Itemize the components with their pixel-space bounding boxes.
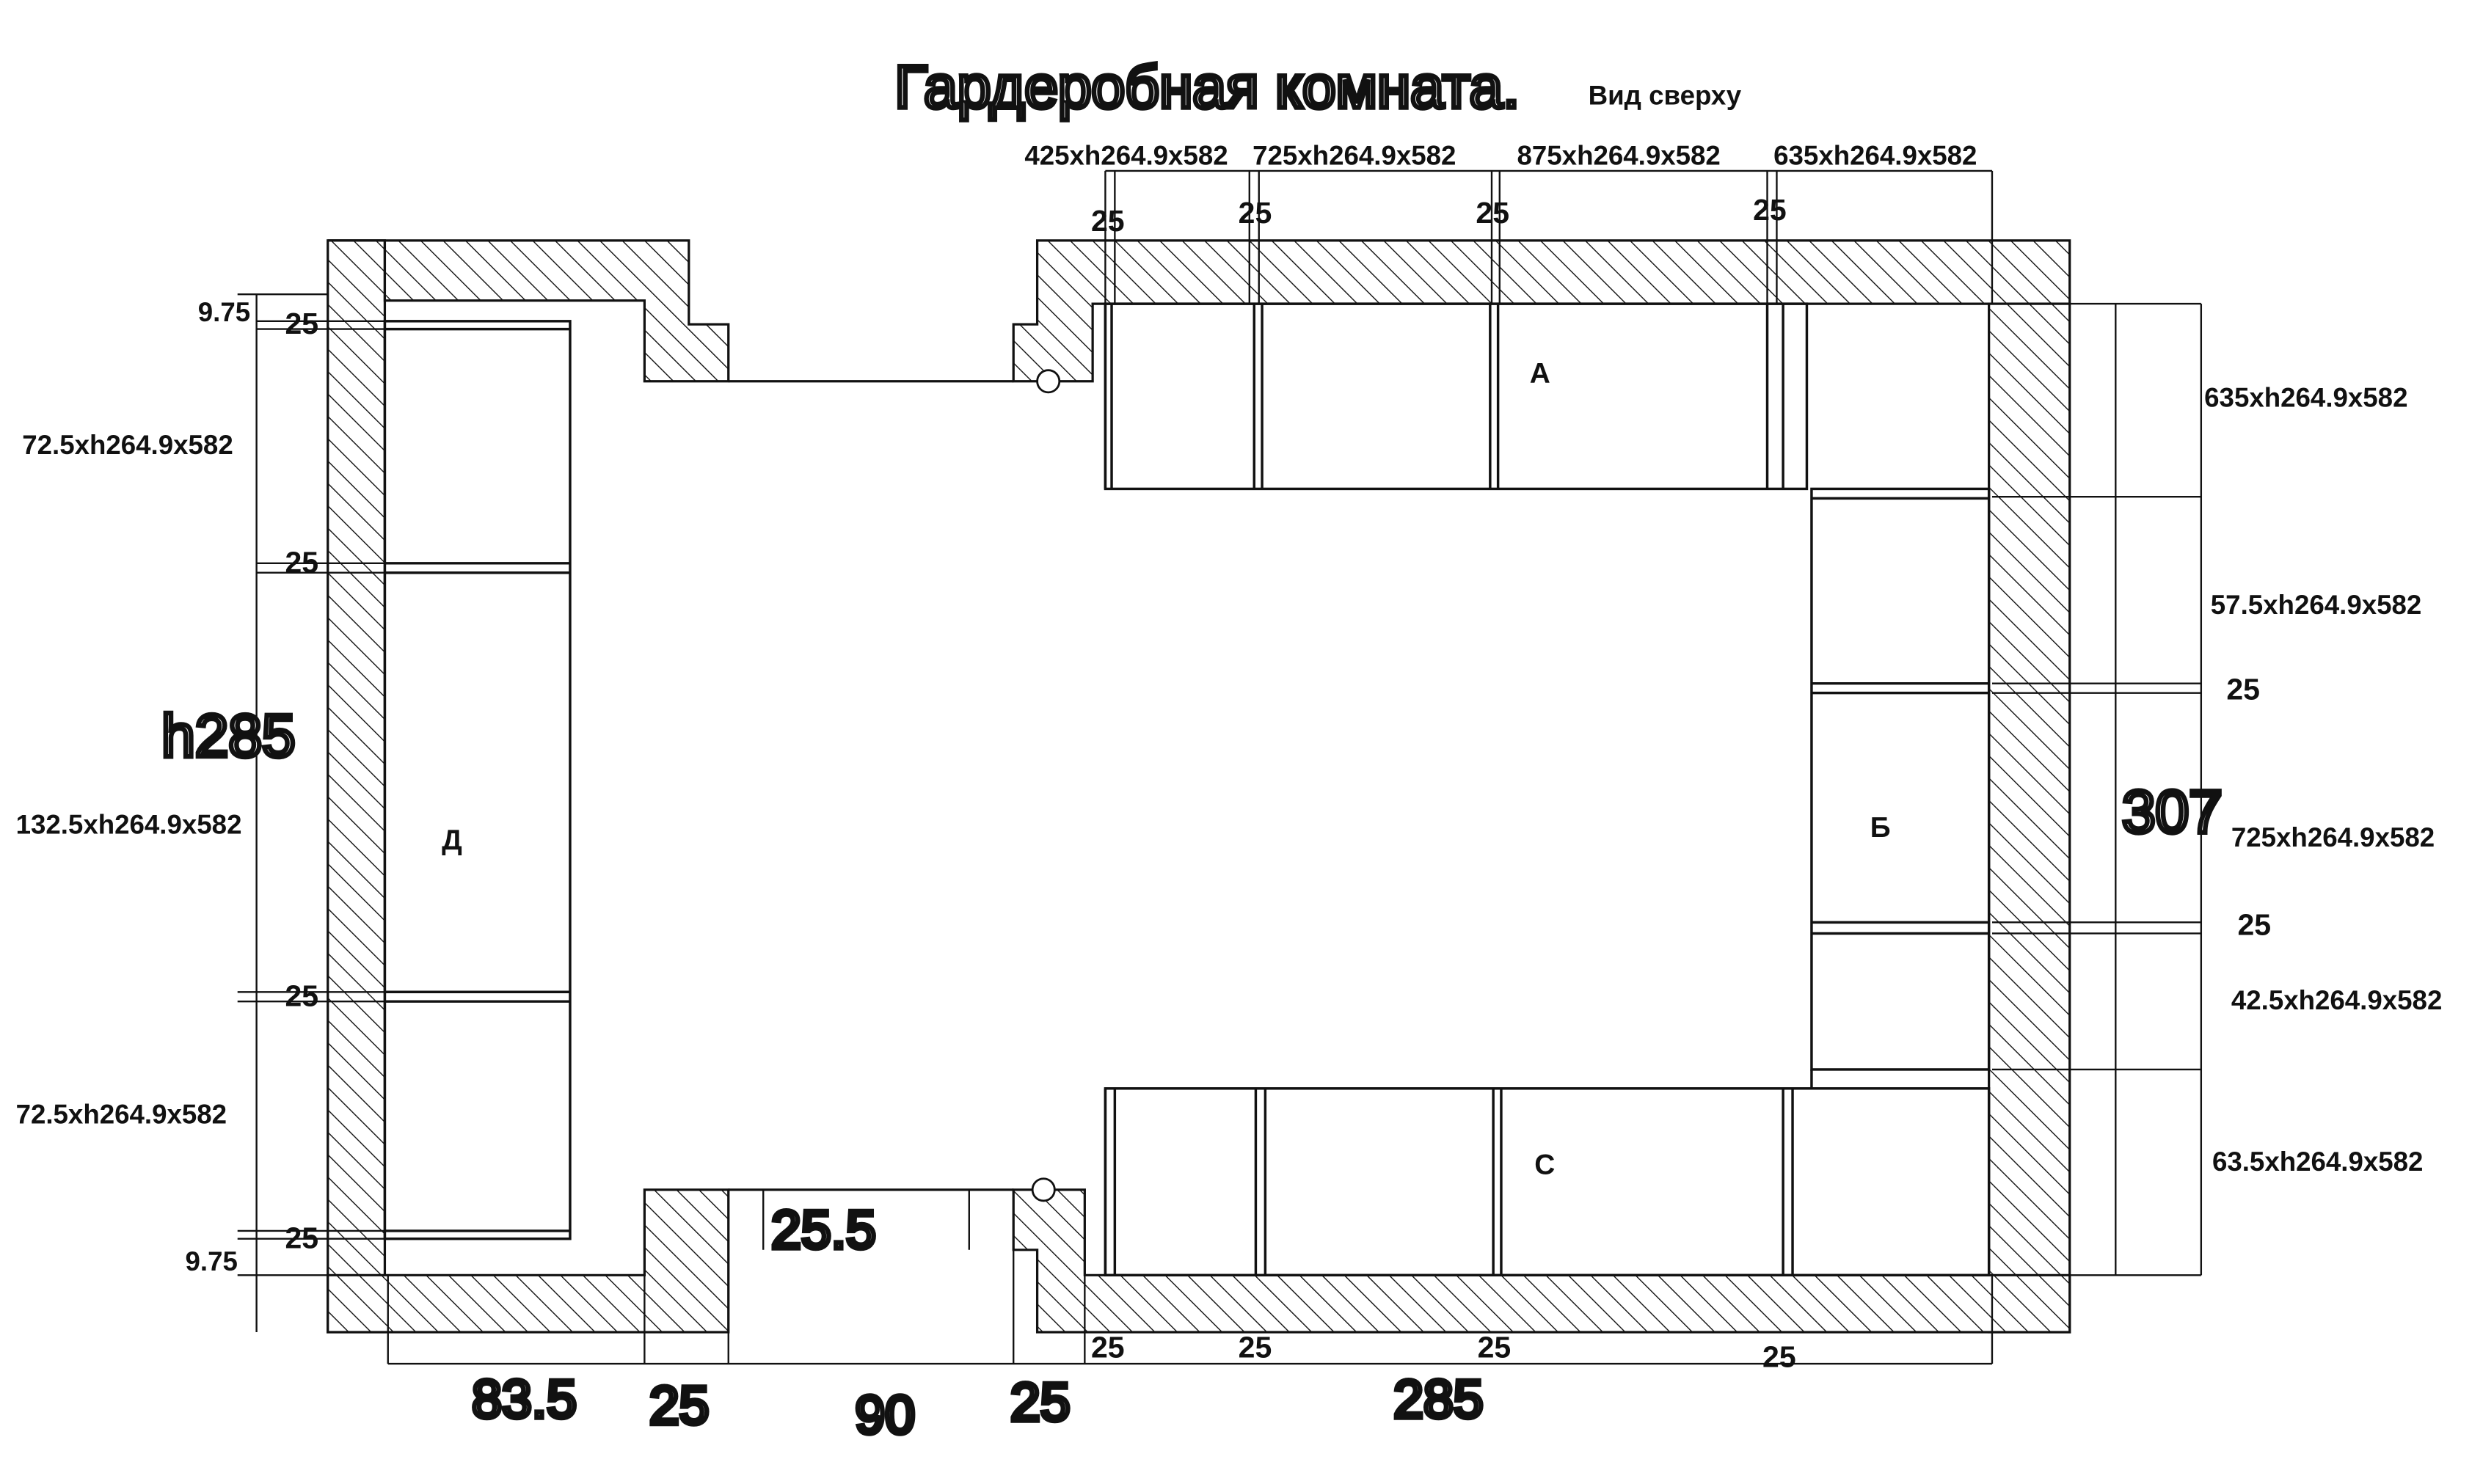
bottom-gap-label: 25: [1762, 1339, 1796, 1373]
cabinet-block-a: [1104, 302, 1809, 491]
bottom-dim-label: 285: [1393, 1369, 1483, 1429]
right-module-label: 57.5xh264.9x582: [2211, 590, 2422, 620]
cabinet-block-b: [1810, 487, 1991, 1071]
top-module-label: 725xh264.9x582: [1253, 140, 1456, 170]
top-gap-label: 25: [1091, 204, 1125, 238]
left-offset-label: 9.75: [186, 1246, 238, 1276]
zone-label-d: Д: [442, 825, 462, 856]
right-wall: [1988, 302, 2071, 1334]
top-gap-label: 25: [1753, 193, 1787, 227]
left-gap-label: 25: [285, 546, 318, 580]
cabinet-block-c: [1104, 1087, 1991, 1277]
labels: Гардеробная комната. Вид сверху А Б С Д …: [16, 51, 2443, 1447]
height-label: h285: [161, 703, 295, 770]
top-left-wall: [327, 239, 730, 383]
right-gap-label: 25: [2237, 908, 2271, 942]
left-module-label: 132.5xh264.9x582: [16, 810, 242, 840]
right-module-label: 635xh264.9x582: [2204, 382, 2407, 412]
top-gap-label: 25: [1239, 196, 1272, 230]
left-module-label: 72.5xh264.9x582: [22, 430, 233, 460]
left-module-label: 72.5xh264.9x582: [16, 1099, 227, 1129]
right-module-label: 42.5xh264.9x582: [2231, 985, 2443, 1015]
top-right-wall: [1012, 239, 2071, 383]
top-module-label: 425xh264.9x582: [1024, 140, 1228, 170]
top-module-label: 635xh264.9x582: [1773, 140, 1977, 170]
right-gap-label: 25: [2226, 672, 2260, 706]
bottom-gap-label: 25: [1091, 1330, 1125, 1364]
left-wall: [327, 239, 387, 1334]
right-total-label: 307: [2122, 778, 2223, 845]
bottom-dim-label: 25: [1010, 1372, 1071, 1433]
door-pivot-top: [1036, 369, 1061, 394]
cabinets: [383, 302, 1991, 1277]
bottom-right-wall: [1012, 1188, 2071, 1334]
page-subtitle: Вид сверху: [1589, 80, 1742, 110]
right-module-label: 63.5xh264.9x582: [2212, 1147, 2424, 1177]
page-title: Гардеробная комната.: [894, 54, 1520, 121]
bottom-dim-label: 25: [649, 1375, 710, 1436]
left-gap-label: 25: [285, 1221, 318, 1255]
cabinet-block-d: [383, 320, 572, 1240]
top-gap-label: 25: [1476, 196, 1509, 230]
right-module-label: 725xh264.9x582: [2231, 822, 2435, 852]
top-module-label: 875xh264.9x582: [1517, 140, 1721, 170]
zone-label-a: А: [1530, 358, 1550, 390]
left-gap-label: 25: [285, 979, 318, 1013]
zone-label-b: Б: [1870, 812, 1891, 844]
bottom-dim-label: 83.5: [472, 1369, 577, 1429]
walls: [327, 239, 2071, 1334]
left-gap-label: 25: [285, 307, 318, 340]
door-pivot-bottom: [1031, 1177, 1056, 1202]
left-offset-label: 9.75: [198, 297, 250, 327]
zone-label-c: С: [1534, 1149, 1555, 1180]
dimension-lines: [237, 169, 2203, 1365]
bottom-gap-label: 25: [1239, 1330, 1272, 1364]
doorway-depth-label: 25.5: [771, 1200, 876, 1260]
bottom-gap-label: 25: [1478, 1330, 1512, 1364]
bottom-dim-label: 90: [855, 1385, 915, 1445]
